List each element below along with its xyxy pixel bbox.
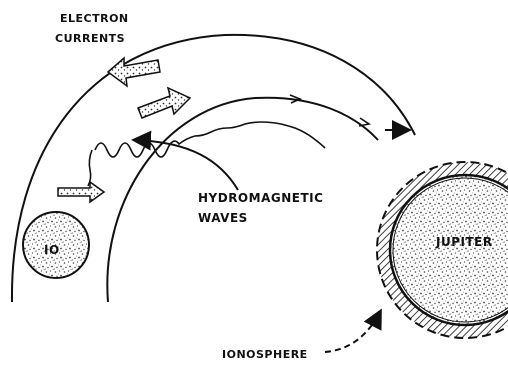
electron-current-arrow-inbound (108, 58, 160, 86)
hydromagnetic-label-line2: WAVES (198, 211, 248, 225)
hydromagnetic-wave-tail (88, 150, 92, 186)
io-label: IO (44, 243, 60, 257)
hydromagnetic-pointer (135, 140, 238, 190)
electron-currents-label-line2: CURRENTS (55, 32, 125, 45)
jupiter-label: JUPITER (435, 235, 493, 249)
hydromagnetic-wave-line (95, 122, 325, 157)
io-motion-arrow (58, 182, 104, 202)
electron-currents-label-line1: ELECTRON (60, 12, 129, 25)
ionosphere-label: IONOSPHERE (222, 348, 308, 361)
electron-current-arrow-outbound (138, 88, 190, 118)
ionosphere-pointer (325, 312, 380, 352)
hydromagnetic-label-line1: HYDROMAGNETIC (198, 191, 323, 205)
